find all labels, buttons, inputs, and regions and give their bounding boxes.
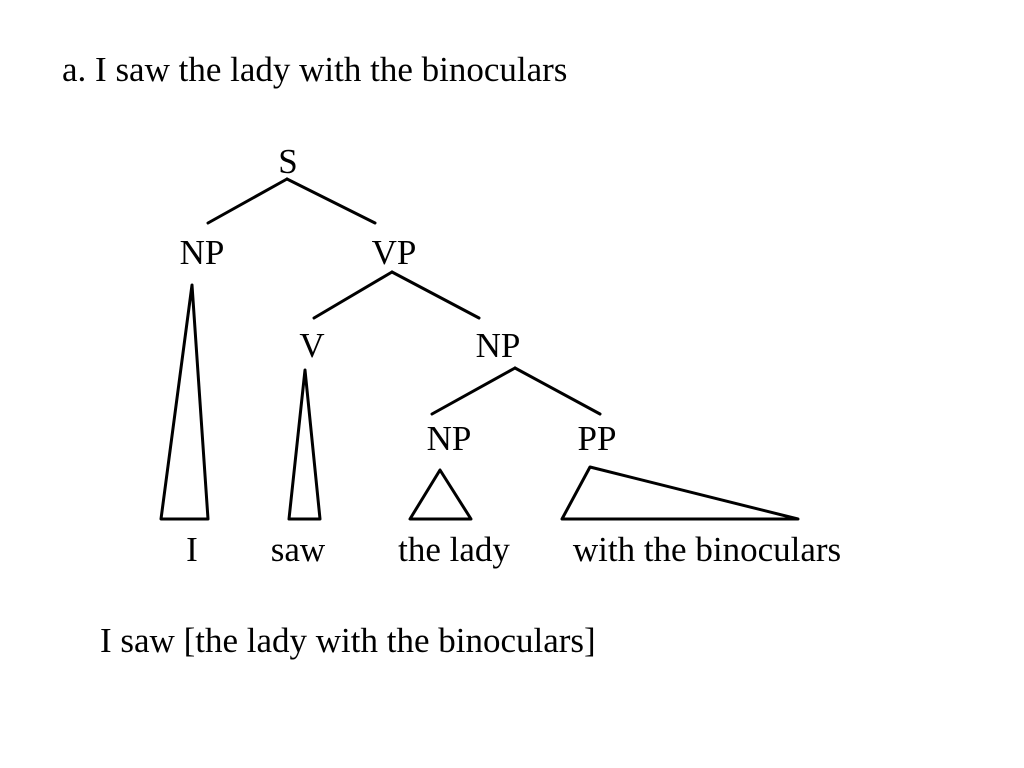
triangle-np-inner (408, 468, 473, 521)
word-the-lady: the lady (398, 530, 510, 569)
edge-vp-v (312, 270, 394, 320)
triangle-v (287, 368, 322, 521)
edge-np-pp (513, 366, 602, 416)
edge-vp-np (390, 270, 481, 320)
edge-s-np (206, 177, 289, 225)
slide-title: a. I saw the lady with the binoculars (62, 50, 568, 89)
word-saw: saw (271, 530, 326, 569)
node-pp: PP (578, 419, 617, 458)
node-np-object: NP (476, 326, 521, 365)
node-np-inner: NP (427, 419, 472, 458)
edge-np-np (430, 366, 517, 416)
word-i: I (186, 530, 198, 569)
bracketed-parse: I saw [the lady with the binoculars] (100, 621, 596, 660)
node-s: S (278, 142, 297, 181)
word-with-the-binoculars: with the binoculars (573, 530, 841, 569)
edge-s-vp (285, 177, 377, 225)
node-v: V (299, 326, 324, 365)
triangle-np-subject (159, 283, 210, 521)
node-np-subject: NP (180, 233, 225, 272)
node-vp: VP (372, 233, 417, 272)
triangle-pp (560, 465, 800, 521)
